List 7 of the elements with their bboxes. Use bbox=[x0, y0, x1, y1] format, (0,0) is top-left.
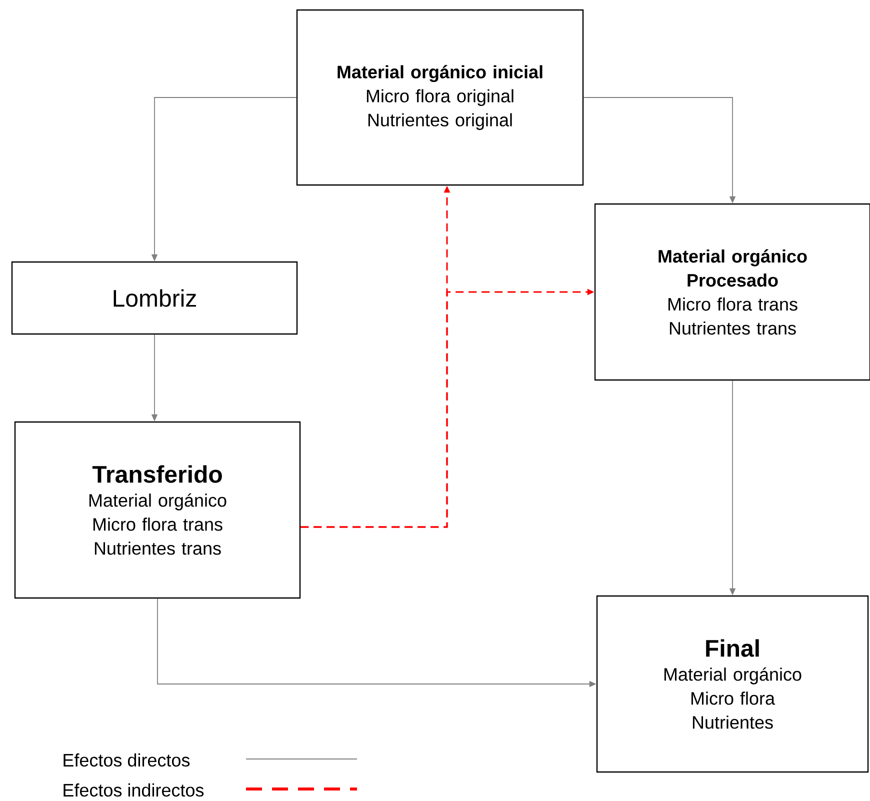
process-box: Lombriz bbox=[11, 261, 298, 335]
process-box: Transferido Material orgánico Micro flora trans Nutrientes trans bbox=[14, 421, 301, 599]
legend-label: Efectos directos bbox=[64, 753, 190, 767]
process-box: Material orgánico inicial Micro flora original Nutrientes original bbox=[296, 9, 584, 186]
legend-label: Efectos indirectos bbox=[64, 783, 204, 797]
process-box: Material orgánico Procesado Micro flora trans Nutrientes trans bbox=[594, 203, 870, 381]
process-box: Final Material orgánico Micro flora Nutrientes bbox=[596, 595, 869, 773]
